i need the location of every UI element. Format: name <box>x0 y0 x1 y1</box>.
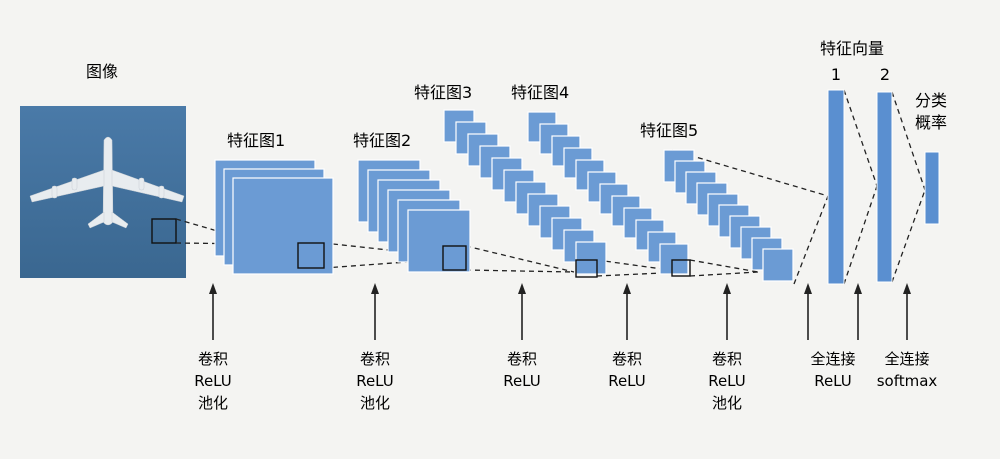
operation-label-line: 池化 <box>360 394 390 412</box>
label-fm5: 特征图5 <box>640 121 698 140</box>
operation-label-line: ReLU <box>503 372 541 390</box>
operation-label-line: 池化 <box>198 394 228 412</box>
feature-vector-2 <box>876 91 893 283</box>
label-fm2: 特征图2 <box>353 131 411 150</box>
arrow-head-icon <box>518 283 526 294</box>
arrow-head-icon <box>804 283 812 294</box>
operation-label-line: ReLU <box>194 372 232 390</box>
input-image <box>20 106 186 278</box>
fm3-layer <box>575 241 607 275</box>
operation-label-line: ReLU <box>608 372 646 390</box>
operation-label-line: 卷积 <box>360 350 390 368</box>
fm5-layer <box>762 248 794 282</box>
operation-label-line: 全连接 <box>810 350 855 368</box>
probability-vector <box>924 151 940 225</box>
arrow-head-icon <box>854 283 862 294</box>
operation-label-line: ReLU <box>356 372 394 390</box>
fm4-layer <box>659 243 689 275</box>
operation-label-line: 卷积 <box>712 350 742 368</box>
operation-label-line: 全连接 <box>884 350 929 368</box>
operation-label-line: 卷积 <box>198 350 228 368</box>
receptive-field-boxes <box>297 242 691 278</box>
label-fm1: 特征图1 <box>227 131 285 150</box>
operation-label-line: 卷积 <box>507 350 537 368</box>
operation-label-line: ReLU <box>814 372 852 390</box>
operation-label-line: 池化 <box>712 394 742 412</box>
fm2-layer <box>407 209 471 273</box>
arrow-head-icon <box>623 283 631 294</box>
airplane-icon <box>29 136 185 229</box>
operation-label-line: 卷积 <box>612 350 642 368</box>
label-fv1: 1 <box>831 65 841 84</box>
arrow-head-icon <box>903 283 911 294</box>
feature-map-3 <box>443 109 607 275</box>
operation-label-line: softmax <box>877 372 938 390</box>
feature-vector-1 <box>827 89 845 285</box>
feature-map-5 <box>663 149 794 282</box>
label-fm3: 特征图3 <box>414 83 472 102</box>
label-image: 图像 <box>86 62 118 81</box>
feature-map-4 <box>527 111 689 275</box>
operation-label-line: ReLU <box>708 372 746 390</box>
label-prob-2: 概率 <box>915 113 947 132</box>
fm1-layer <box>232 177 334 275</box>
feature-map-2 <box>357 159 471 273</box>
arrow-head-icon <box>209 283 217 294</box>
feature-map-1 <box>214 159 334 275</box>
receptive-field-box <box>151 218 177 244</box>
label-fm4: 特征图4 <box>511 83 569 102</box>
label-fv2: 2 <box>880 65 890 84</box>
arrow-head-icon <box>723 283 731 294</box>
arrow-head-icon <box>371 283 379 294</box>
operation-labels: 卷积 ReLU 池化 卷积 ReLU 池化 卷积 ReLU 卷积 ReLU 卷积 ReLU 池化 全连接 R… <box>194 283 937 412</box>
label-prob-1: 分类 <box>915 91 947 110</box>
label-feature-vector: 特征向量 <box>820 39 884 58</box>
